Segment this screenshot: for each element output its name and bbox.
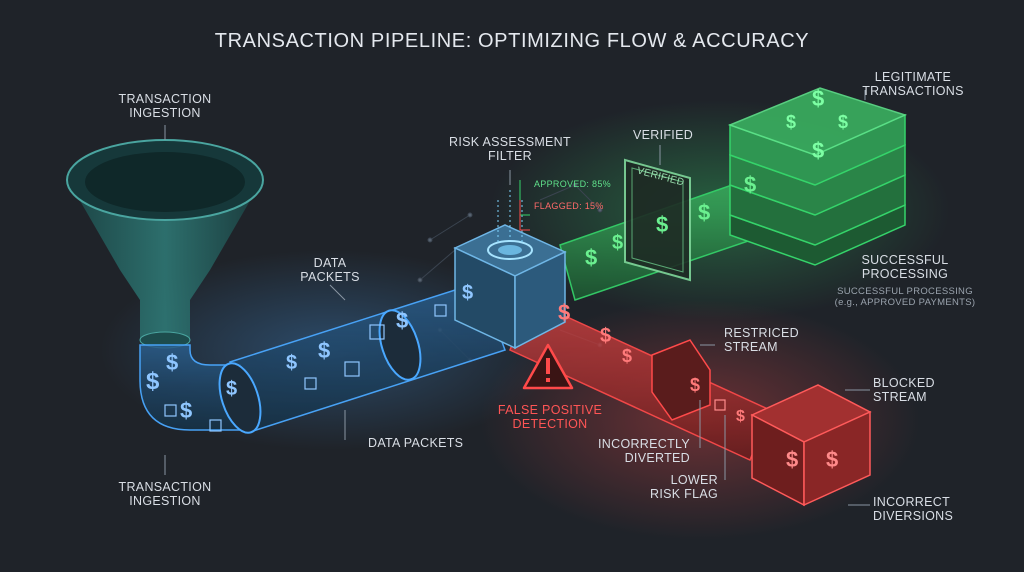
leader-lines [164, 90, 870, 506]
label-legitimate-transactions: LEGITIMATE TRANSACTIONS [862, 70, 964, 98]
cube-filter-icon [453, 190, 567, 350]
warning-triangle-icon [522, 343, 574, 390]
packet-cube-icon [164, 304, 726, 432]
blocked-box-icon [750, 384, 872, 507]
label-restricted-stream: RESTRICED STREAM [724, 326, 799, 354]
verified-gate [624, 158, 691, 282]
label-incorrect-diversions: INCORRECT DIVERSIONS [873, 495, 954, 523]
label-blocked-stream: BLOCKED STREAM [873, 376, 935, 404]
label-data-packets-top: DATA PACKETS [300, 256, 360, 284]
label-flagged-percent: FLAGGED: 15% [534, 201, 604, 211]
stacked-box-icon [727, 87, 908, 266]
label-successful-processing-sub: SUCCESSFUL PROCESSING (e.g., APPROVED PA… [834, 286, 976, 308]
label-ingestion-bottom: TRANSACTION INGESTION [118, 480, 212, 508]
label-data-packets-bottom: DATA PACKETS [368, 436, 464, 450]
label-false-positive: FALSE POSITIVE DETECTION [497, 403, 603, 431]
page-title: TRANSACTION PIPELINE: OPTIMIZING FLOW & … [214, 30, 810, 52]
label-verified: VERIFIED [633, 128, 694, 142]
label-risk-filter: RISK ASSESSMENT FILTER [449, 135, 571, 163]
label-successful-processing: SUCCESSFUL PROCESSING [861, 253, 949, 281]
label-incorrectly-diverted: INCORRECTLY DIVERTED [598, 437, 690, 465]
label-ingestion-top: TRANSACTION INGESTION [118, 92, 212, 120]
funnel-icon [66, 139, 264, 349]
label-approved-percent: APPROVED: 85% [534, 179, 611, 189]
label-lower-risk-flag: LOWER RISK FLAG [650, 473, 718, 501]
flagged-bracket [519, 200, 530, 231]
